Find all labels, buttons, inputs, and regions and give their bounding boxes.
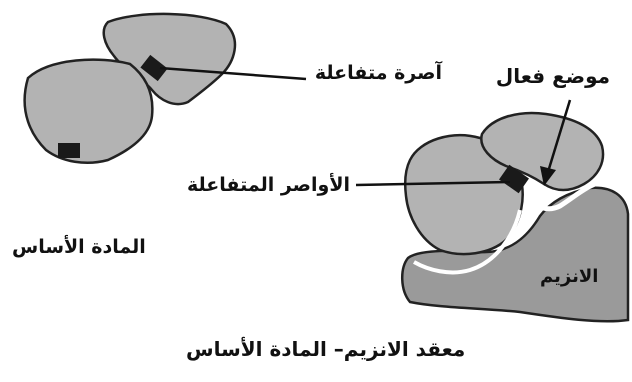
label-interacting-bonds: الأواصر المتفاعلة	[187, 174, 350, 196]
substrate-piece-lower	[25, 60, 153, 163]
label-interacting-bond: آصرة متفاعلة	[315, 62, 442, 84]
label-enzyme: الانزيم	[540, 266, 598, 287]
caption: معقد الانزيم– المادة الأساس	[186, 337, 465, 361]
label-substrate: المادة الأساس	[12, 236, 146, 258]
label-active-site: موضع فعال	[496, 64, 610, 88]
bond-block-lower	[58, 143, 80, 158]
